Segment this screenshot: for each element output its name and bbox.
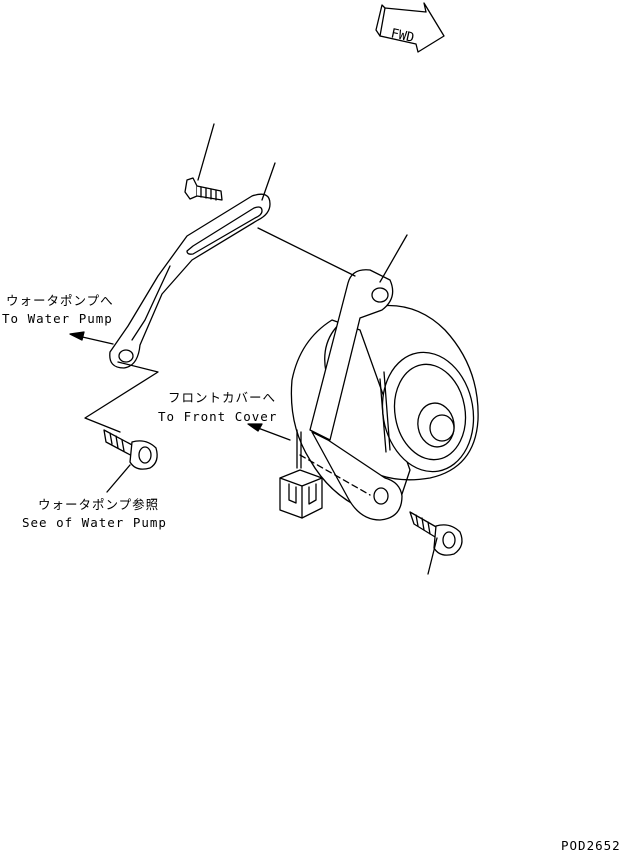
arrow-to-water-pump-icon [69,331,114,345]
line-bracket-to-lug [257,227,356,277]
label-see-water-pump-jp: ウォータポンプ参照 [38,497,160,512]
leader-see-pump [106,464,131,493]
arrow-to-front-cover-icon [247,423,263,432]
hidden-line [299,454,371,496]
line-bracket-to-bolt [84,361,159,433]
leader-alternator [379,234,408,283]
bracket [109,193,271,369]
fwd-arrow-icon: FWD [375,2,445,53]
leader-top-bolt [197,123,215,181]
label-see-water-pump-en: See of Water Pump [22,515,167,530]
label-front-cover-jp: フロントカバーへ [168,390,277,405]
leader-front-cover [257,427,291,441]
connector [279,469,323,519]
label-water-pump-en: To Water Pump [2,311,113,326]
label-front-cover-en: To Front Cover [158,409,278,424]
fwd-label: FWD [389,26,415,46]
bolt-top [184,177,223,201]
label-water-pump-jp: ウォータポンプへ [6,293,114,308]
bolt-lower-left [103,429,158,470]
leader-bracket [261,162,276,201]
leader-lower-bolt [427,537,438,575]
drawing-number: POD2652 [561,838,621,853]
alternator [290,269,479,521]
bolt-lower-right [409,511,463,556]
